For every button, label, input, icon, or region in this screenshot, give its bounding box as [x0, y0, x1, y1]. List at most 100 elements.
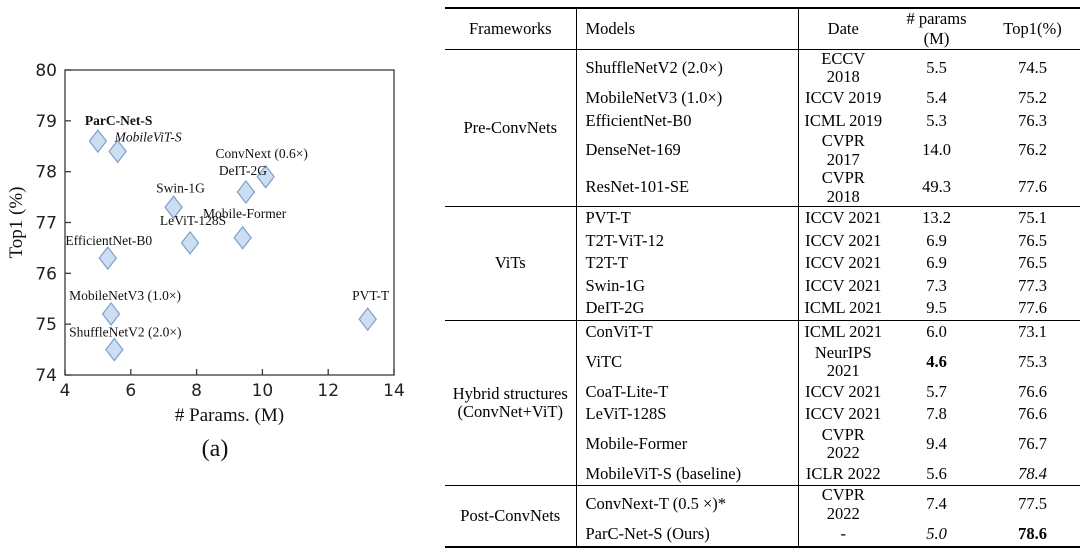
x-axis-label: # Params. (M) — [175, 405, 284, 426]
top1-cell: 75.2 — [1018, 88, 1047, 107]
scatter-point — [180, 230, 200, 255]
table-row: T2T-T ICCV 2021 6.9 76.5 — [445, 252, 1080, 275]
point-label: ShuffleNetV2 (2.0×) — [69, 325, 181, 340]
top1-cell: 74.5 — [1018, 58, 1047, 78]
x-tick-label: 10 — [252, 381, 274, 401]
date-cell: ICCV 2021 — [805, 253, 882, 273]
model-cell: MobileNetV3 (1.0×) — [575, 86, 799, 110]
params-cell: 49.3 — [922, 177, 951, 197]
params-cell: 7.8 — [926, 404, 947, 424]
params-cell: 4.6 — [926, 351, 947, 371]
date-cell: ICCV 2021 — [805, 381, 882, 401]
date-cell: ICLR 2022 — [805, 463, 881, 483]
params-cell: 5.0 — [926, 524, 947, 544]
scatter-point — [98, 246, 118, 271]
y-tick-label: 78 — [35, 163, 57, 183]
y-tick-label: 80 — [35, 61, 57, 81]
params-cell: 5.6 — [926, 463, 947, 483]
framework-cell: Hybrid structures (ConvNet+ViT) — [445, 319, 576, 486]
top1-cell: 76.6 — [1018, 381, 1047, 401]
params-cell: 6.9 — [926, 253, 947, 273]
params-cell: 13.2 — [888, 205, 985, 230]
date-cell: ECCV 2018 — [821, 49, 866, 87]
y-tick-label: 75 — [35, 315, 57, 335]
params-cell: 6.9 — [926, 230, 947, 250]
top1-cell: 75.1 — [985, 205, 1080, 230]
y-tick-label: 76 — [35, 264, 57, 284]
params-cell: 9.4 — [926, 433, 947, 453]
top1-cell: 78.6 — [1018, 524, 1047, 544]
scatter-point — [236, 180, 256, 204]
top1-cell: 76.6 — [1018, 404, 1047, 424]
top1-cell: 76.5 — [1018, 253, 1047, 273]
model-cell: ConvNext-T (0.5 ×)* — [575, 485, 799, 524]
date-cell: ICCV 2021 — [805, 275, 882, 295]
scatter-point — [164, 195, 183, 220]
params-cell: 5.3 — [926, 110, 947, 130]
table-row: Mobile-Former CVPR 2022 9.4 76.7 — [445, 424, 1080, 463]
params-cell: 5.5 — [926, 58, 947, 78]
y-tick-label: 74 — [35, 366, 57, 386]
params-cell: 6.0 — [888, 319, 985, 344]
model-cell: MobileViT-S (baseline) — [575, 462, 799, 486]
top1-cell: 77.3 — [1018, 275, 1047, 295]
model-cell: T2T-T — [575, 252, 799, 275]
date-cell: ICCV 2021 — [805, 404, 882, 424]
col-header-top1: Top1(%) — [985, 8, 1080, 50]
top1-cell: 76.3 — [1018, 110, 1047, 130]
point-label: Mobile-Former — [203, 206, 287, 221]
x-tick-label: 14 — [383, 381, 405, 401]
model-cell: PVT-T — [575, 205, 799, 230]
table-row: Swin-1G ICCV 2021 7.3 77.3 — [445, 274, 1080, 298]
scatter-point — [233, 225, 252, 250]
model-cell: ShuffleNetV2 (2.0×) — [575, 49, 799, 87]
model-cell: Mobile-Former — [575, 425, 799, 463]
model-cell: CoaT-Lite-T — [575, 380, 799, 404]
point-label: LeViT-128S — [160, 213, 226, 228]
scatter-point — [108, 139, 127, 164]
framework-cell: ViTs — [445, 206, 576, 321]
params-cell: 7.3 — [926, 275, 947, 295]
date-cell: CVPR 2022 — [821, 424, 865, 463]
top1-cell: 75.3 — [1018, 351, 1047, 371]
params-cell: 5.7 — [926, 381, 947, 401]
col-header-frameworks: Frameworks — [445, 8, 576, 50]
point-label: ParC-Net-S — [85, 113, 152, 128]
top1-cell: 77.6 — [1018, 298, 1047, 318]
top1-cell: 77.5 — [985, 485, 1080, 524]
date-cell: ICCV 2021 — [805, 230, 882, 250]
point-label: Swin-1G — [156, 180, 205, 195]
x-tick-label: 12 — [317, 381, 339, 401]
date-cell: CVPR 2022 — [798, 485, 888, 524]
table-header-row: Frameworks Models Date # params (M) Top1… — [445, 8, 1080, 50]
top1-cell: 76.7 — [1018, 433, 1047, 453]
params-cell: 9.5 — [926, 298, 947, 318]
model-cell: ResNet-101-SE — [575, 169, 799, 207]
date-cell: ICCV 2021 — [798, 205, 888, 230]
caption-a: (a) — [201, 436, 229, 462]
point-label: PVT-T — [352, 288, 390, 303]
model-cell: LeViT-128S — [575, 403, 799, 426]
top1-cell: 77.6 — [1018, 177, 1047, 197]
framework-cell: Pre-ConvNets — [463, 117, 558, 137]
point-label: MobileViT-S — [114, 129, 182, 144]
scatter-point — [358, 307, 377, 332]
model-cell: ConViT-T — [575, 319, 799, 344]
point-label: MobileNetV3 (1.0×) — [69, 288, 181, 303]
date-cell: NeurIPS 2021 — [814, 342, 872, 381]
params-cell: 14.0 — [922, 140, 951, 160]
top1-cell: 73.1 — [985, 319, 1080, 344]
model-cell: Swin-1G — [575, 274, 799, 298]
col-header-date: Date — [798, 8, 888, 50]
date-cell: ICML 2021 — [798, 319, 888, 344]
